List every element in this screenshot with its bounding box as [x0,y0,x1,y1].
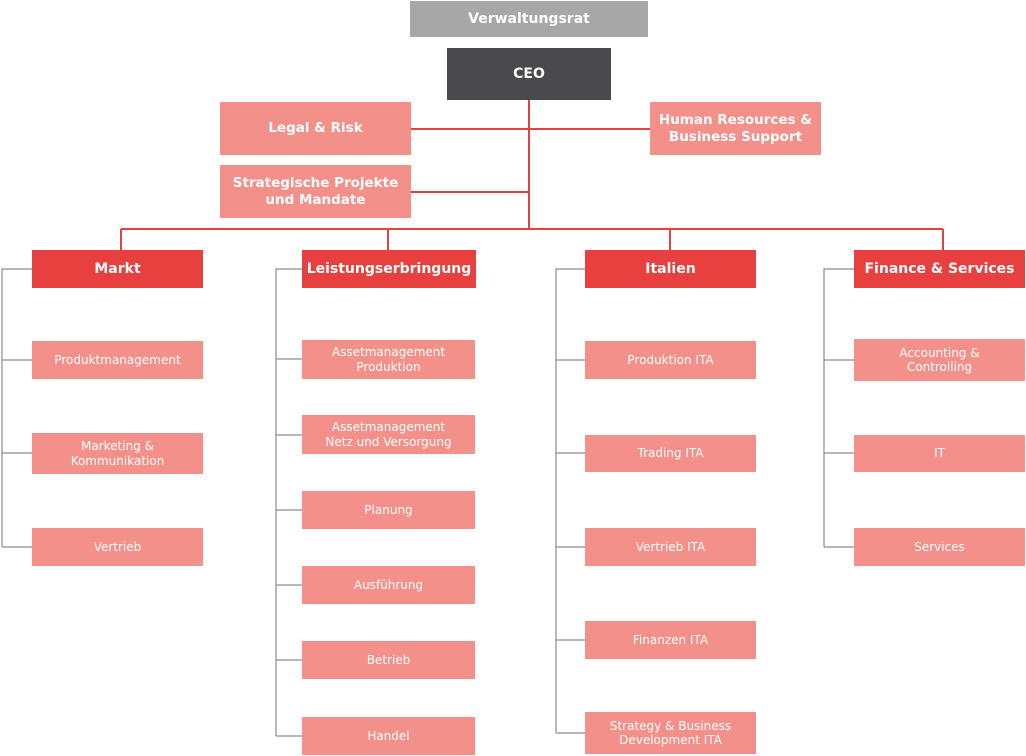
ceo-box: CEO [447,48,611,100]
unit-strategy-business-ita: Strategy & Business Development ITA [585,712,756,754]
division-label: Markt [94,260,141,277]
unit-trading-ita: Trading ITA [585,435,756,472]
subtree-leistungserbringung [275,268,302,737]
unit-label: Produktmanagement [54,352,181,367]
subtree-finance-services [823,268,854,548]
unit-label: Trading ITA [637,446,704,461]
unit-accounting-controlling: Accounting & Controlling [854,339,1025,381]
unit-label: Finanzen ITA [632,632,709,647]
division-italien-box: Italien [585,250,756,288]
unit-label: Assetmanagement Netz und Versorgung [325,420,452,449]
division-leistungserbringung-box: Leistungserbringung [302,250,476,288]
unit-label: Strategy & Business Development ITA [609,718,732,747]
board-box: Verwaltungsrat [410,1,648,37]
unit-label: Produktion ITA [627,352,714,367]
staff-strategic-projects-box: Strategische Projekte und Mandate [220,165,411,218]
unit-finanzen-ita: Finanzen ITA [585,621,756,659]
unit-label: Handel [367,728,410,743]
division-markt-box: Markt [32,250,203,288]
division-finance-services-box: Finance & Services [854,250,1025,288]
unit-label: Vertrieb [93,539,142,554]
unit-handel: Handel [302,717,475,755]
division-label: Finance & Services [864,260,1015,277]
unit-assetmanagement-netz: Assetmanagement Netz und Versorgung [302,415,475,454]
staff-hr-business-support-box: Human Resources & Business Support [650,102,821,155]
subtree-markt [1,268,32,548]
unit-vertrieb-ita: Vertrieb ITA [585,528,756,566]
unit-label: Planung [364,502,413,517]
unit-produktion-ita: Produktion ITA [585,341,756,379]
staff-hr-business-support-label: Human Resources & Business Support [658,112,813,145]
division-label: Leistungserbringung [306,260,472,277]
unit-label: Betrieb [366,652,411,667]
staff-legal-risk-box: Legal & Risk [220,102,411,155]
unit-label: Accounting & Controlling [899,345,980,374]
unit-label: Vertrieb ITA [635,539,706,554]
unit-marketing-kommunikation: Marketing & Kommunikation [32,433,203,474]
unit-label: Services [914,539,965,554]
board-label: Verwaltungsrat [468,10,590,27]
staff-legal-risk-label: Legal & Risk [268,120,363,137]
unit-planung: Planung [302,491,475,529]
unit-it: IT [854,435,1025,472]
unit-assetmanagement-produktion: Assetmanagement Produktion [302,340,475,379]
unit-label: IT [934,446,945,461]
unit-ausfuehrung: Ausführung [302,566,475,604]
unit-label: Assetmanagement Produktion [331,345,446,374]
unit-vertrieb: Vertrieb [32,528,203,566]
unit-label: Ausführung [353,577,424,592]
unit-produktmanagement: Produktmanagement [32,341,203,379]
unit-services: Services [854,528,1025,566]
unit-betrieb: Betrieb [302,641,475,679]
staff-strategic-projects-label: Strategische Projekte und Mandate [232,175,399,208]
subtree-italien [555,268,585,734]
division-label: Italien [645,260,696,277]
ceo-label: CEO [513,65,545,82]
unit-label: Marketing & Kommunikation [70,439,165,468]
